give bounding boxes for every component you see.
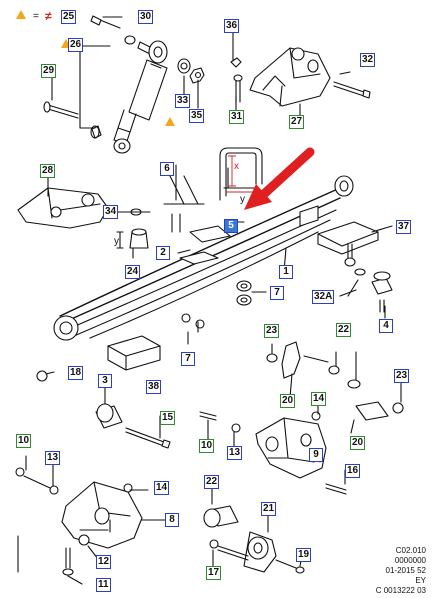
callout-33[interactable]: 33 <box>175 94 191 108</box>
callout-38[interactable]: 38 <box>146 380 162 394</box>
callout-10-left[interactable]: 10 <box>16 434 32 448</box>
callout-32A[interactable]: 32A <box>312 290 335 304</box>
front-hanger-drawing <box>17 187 109 229</box>
upper-bracket-drawing <box>249 47 331 107</box>
legend-ref-callout[interactable]: 25 <box>61 10 77 24</box>
callout-28[interactable]: 28 <box>40 164 56 178</box>
callout-10-mid[interactable]: 10 <box>199 439 215 453</box>
callout-36[interactable]: 36 <box>224 19 240 33</box>
callout-22-bushing[interactable]: 22 <box>204 475 220 489</box>
dimension-y-label-2: y <box>114 236 119 247</box>
callout-37[interactable]: 37 <box>396 220 412 234</box>
footer-line-3: 01-2015 52 <box>385 566 426 575</box>
callout-6[interactable]: 6 <box>160 162 174 176</box>
callout-16[interactable]: 16 <box>345 464 361 478</box>
footer-line-4: EY <box>415 576 426 585</box>
legend-not-equal: ≠ <box>45 9 52 23</box>
callout-13-left[interactable]: 13 <box>45 451 61 465</box>
legend-equals: = <box>33 11 39 22</box>
callout-14-upper[interactable]: 14 <box>311 392 327 406</box>
callout-20-lower[interactable]: 20 <box>350 436 366 450</box>
callout-11[interactable]: 11 <box>96 578 111 592</box>
callout-35[interactable]: 35 <box>189 109 205 123</box>
callout-5[interactable]: 5 <box>224 219 238 233</box>
footer-line-5: C 0013222 03 <box>375 586 426 595</box>
callout-30[interactable]: 30 <box>138 10 154 24</box>
leaf-spring-drawing <box>53 175 354 341</box>
callout-24[interactable]: 24 <box>125 265 141 279</box>
callout-27[interactable]: 27 <box>289 115 305 129</box>
callout-1[interactable]: 1 <box>279 265 293 279</box>
callout-22-shackle[interactable]: 22 <box>336 323 352 337</box>
callout-8[interactable]: 8 <box>165 513 179 527</box>
callout-9[interactable]: 9 <box>309 448 323 462</box>
rear-hanger-drawing <box>255 417 327 479</box>
legend-warning-triangle-icon <box>16 10 26 19</box>
callout-34[interactable]: 34 <box>103 205 119 219</box>
lower-hanger-drawing <box>61 481 143 549</box>
callout-19[interactable]: 19 <box>296 548 312 562</box>
callout-20-upper[interactable]: 20 <box>280 394 296 408</box>
callout-23-right[interactable]: 23 <box>394 369 410 383</box>
footer-line-1: C02.010 <box>395 546 426 555</box>
dimension-x-label: x <box>234 161 239 172</box>
callout-12[interactable]: 12 <box>96 555 112 569</box>
callout-14-lower[interactable]: 14 <box>154 481 170 495</box>
footer-line-2: 0000000 <box>394 556 426 565</box>
callout-29[interactable]: 29 <box>41 64 57 78</box>
callout-2[interactable]: 2 <box>156 246 170 260</box>
callout-4[interactable]: 4 <box>379 319 393 333</box>
callout-7-washers[interactable]: 7 <box>270 286 284 300</box>
callout-21[interactable]: 21 <box>261 502 277 516</box>
u-bolts-drawing <box>163 147 263 233</box>
callout-26[interactable]: 26 <box>68 38 84 52</box>
callout-32[interactable]: 32 <box>360 53 376 67</box>
callout-13-mid[interactable]: 13 <box>227 446 243 460</box>
callout-15[interactable]: 15 <box>160 411 176 425</box>
callout-23-left[interactable]: 23 <box>264 324 280 338</box>
callout-7-bolts[interactable]: 7 <box>181 352 195 366</box>
callout-17[interactable]: 17 <box>206 566 222 580</box>
diagram-reference-footer: C02.010 0000000 01-2015 52 EY C 0013222 … <box>376 546 426 596</box>
callout-18[interactable]: 18 <box>68 366 84 380</box>
callout-31[interactable]: 31 <box>229 110 245 124</box>
red-arrow-icon <box>244 147 315 210</box>
dimension-y-label-1: y <box>240 194 245 205</box>
shock-absorber-drawing <box>43 15 168 154</box>
callout-3[interactable]: 3 <box>98 374 112 388</box>
